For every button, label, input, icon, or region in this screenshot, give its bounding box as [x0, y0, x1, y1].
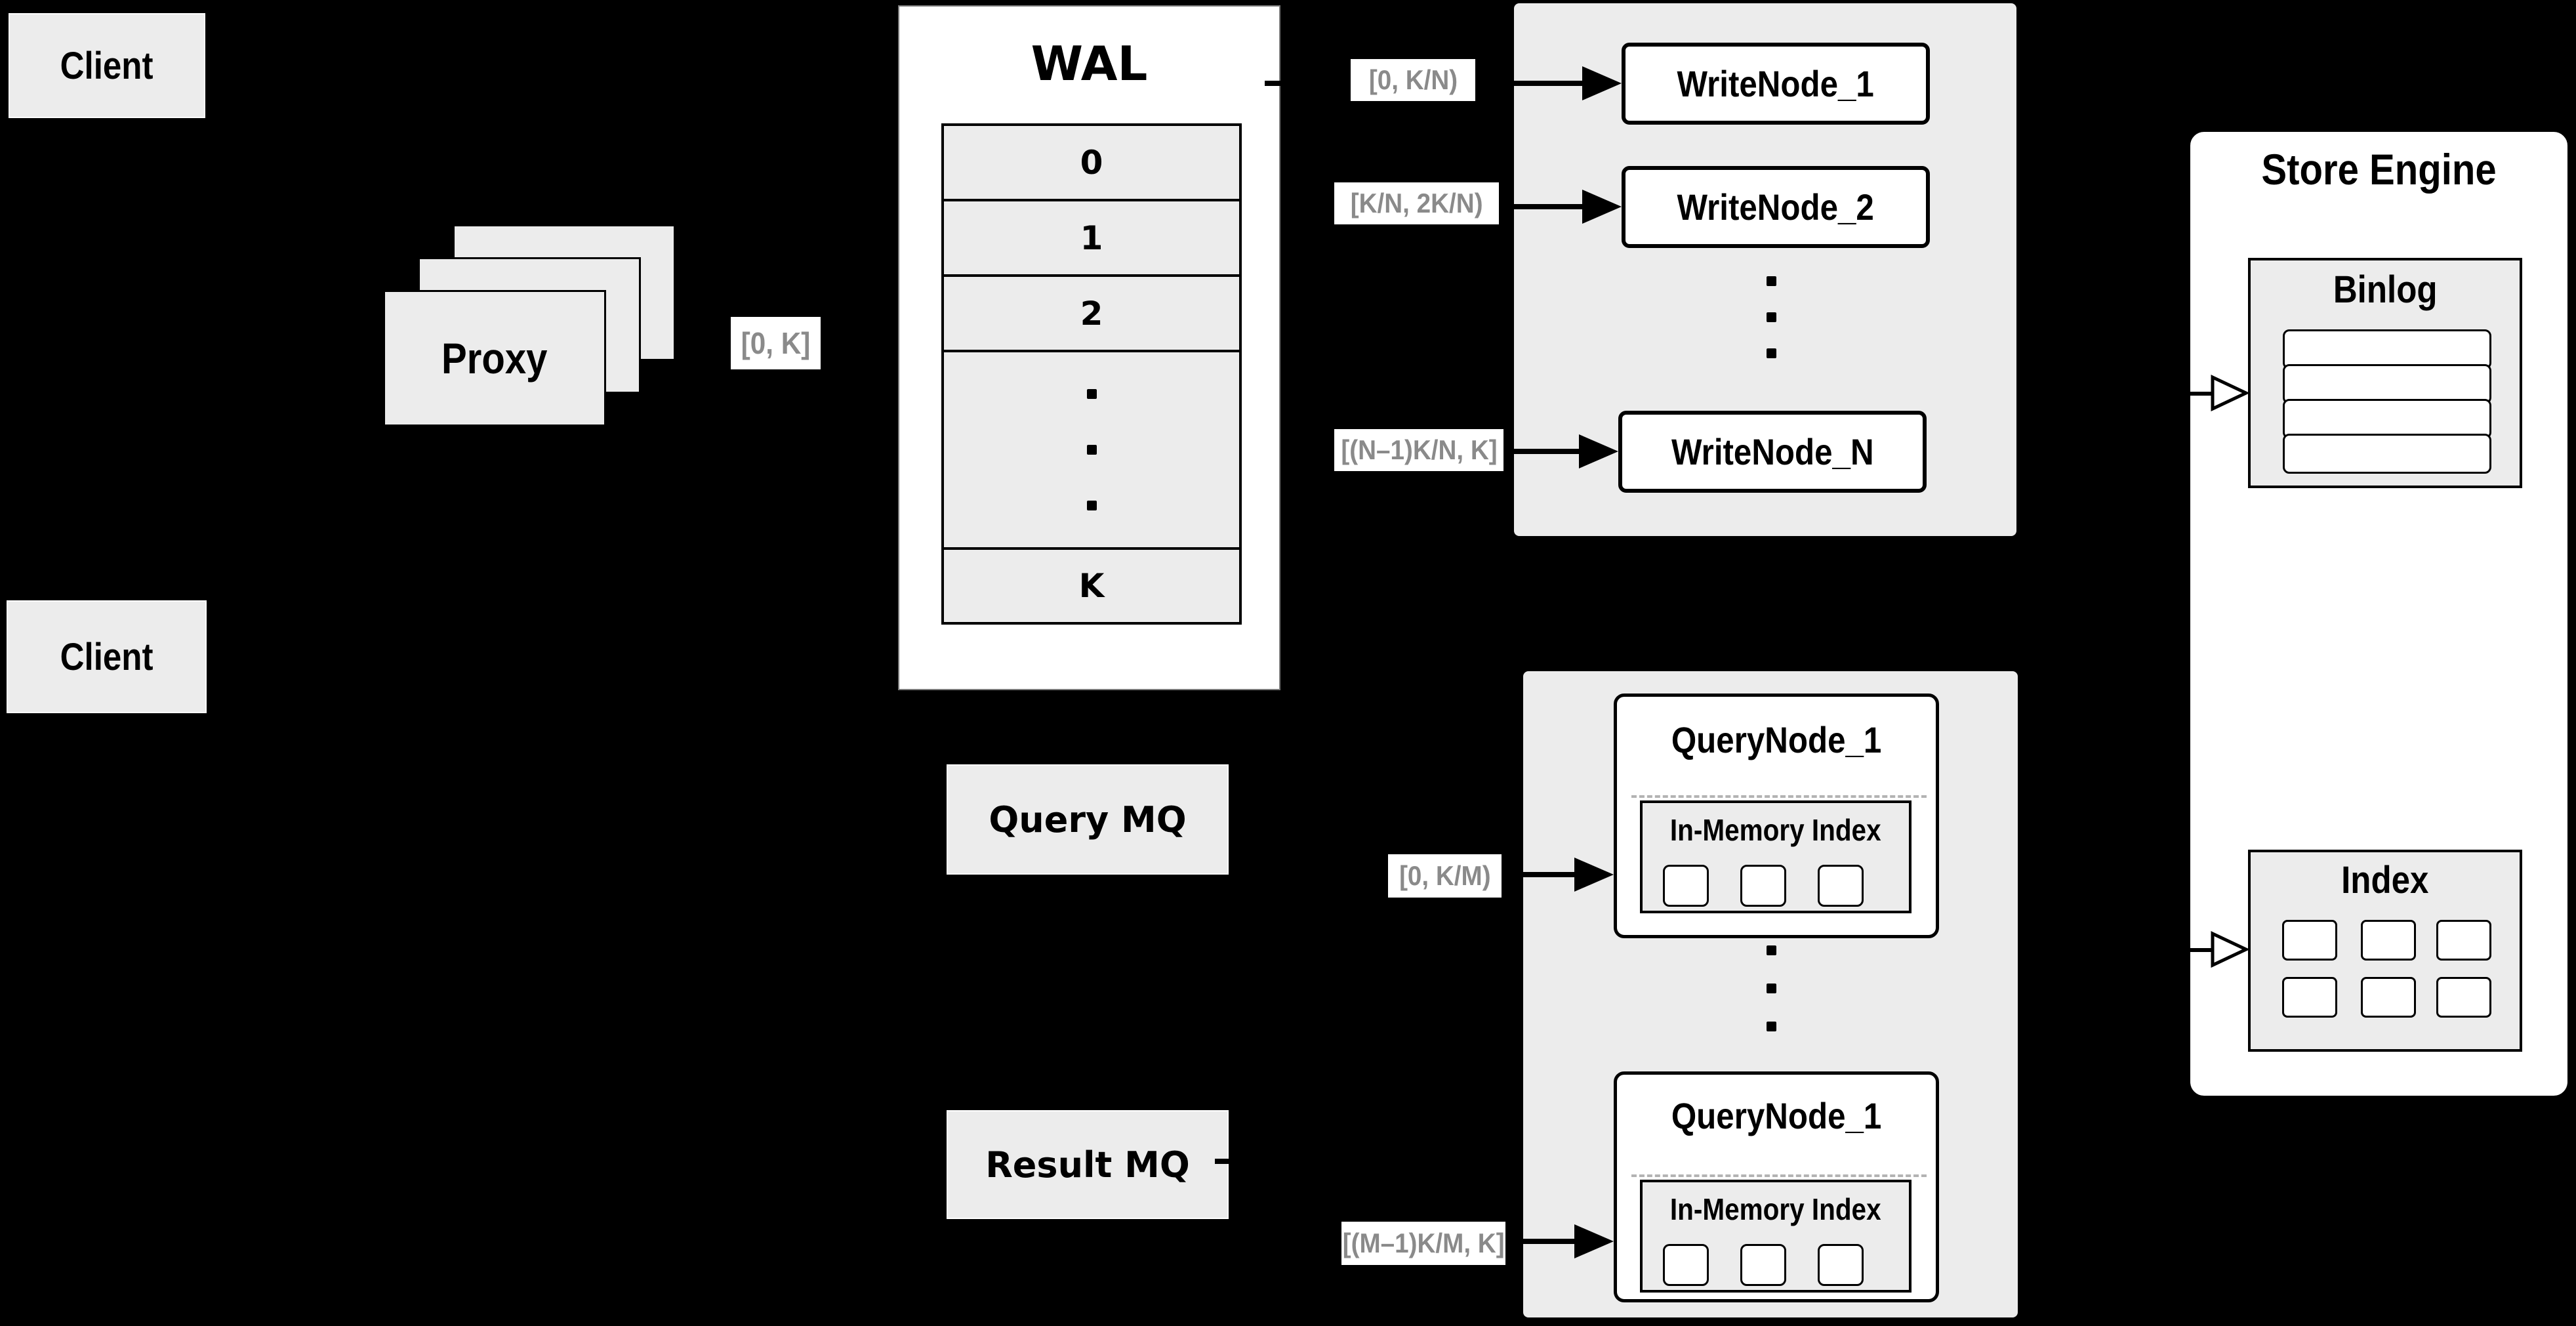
ellipsis-dot — [1767, 984, 1776, 993]
query-mq-box: Query MQ — [947, 764, 1229, 875]
index-segment — [2436, 977, 2491, 1018]
querynode-m-title: QueryNode_1 — [1671, 1095, 1882, 1136]
wal-title: WAL — [1031, 36, 1148, 91]
in-memory-index-1-title: In-Memory Index — [1670, 813, 1881, 847]
ellipsis-dot — [1767, 276, 1776, 286]
arrow-line-binlog — [2125, 392, 2214, 396]
writenode-2-box: WriteNode_2 — [1622, 166, 1930, 248]
querynode-m-divider — [1631, 1174, 1927, 1177]
querynode-1-range-label: [0, K/M) — [1388, 854, 1502, 898]
proxy-box: Proxy — [383, 290, 606, 426]
wal-table: 0 1 2 K — [941, 123, 1242, 625]
wal-row-0: 0 — [944, 126, 1239, 201]
wal-row-1: 1 — [944, 201, 1239, 277]
arrow-line-querynode-1 — [1430, 872, 1574, 877]
ellipsis-dot — [1767, 348, 1776, 358]
store-engine-title: Store Engine — [2261, 145, 2497, 194]
arrow-line-index — [2125, 948, 2214, 952]
writenode-1-range-label: [0, K/N) — [1351, 59, 1475, 101]
ellipsis-dot — [1767, 945, 1776, 955]
ellipsis-dot — [1767, 1022, 1776, 1031]
arrow-head-querynode-1-icon — [1574, 858, 1614, 892]
querynode-1-divider — [1631, 795, 1927, 798]
open-arrow-head-binlog-icon — [2211, 375, 2249, 411]
querynode-1-title: QueryNode_1 — [1671, 719, 1882, 760]
binlog-segment — [2283, 329, 2491, 369]
writenode-n-box: WriteNode_N — [1618, 411, 1927, 493]
memory-segment — [1740, 1244, 1786, 1286]
ellipsis-dot — [1086, 445, 1097, 455]
memory-segment — [1663, 865, 1709, 907]
memory-segment — [1663, 1244, 1709, 1286]
binlog-segment — [2283, 434, 2491, 474]
index-segment — [2361, 920, 2416, 961]
memory-segment — [1818, 1244, 1864, 1286]
index-segment — [2282, 920, 2337, 961]
index-title: Index — [2341, 859, 2429, 901]
writenode-2-range-label: [K/N, 2K/N) — [1334, 182, 1499, 224]
open-arrow-head-index-icon — [2211, 931, 2249, 968]
binlog-segment — [2283, 399, 2491, 439]
client-top-box: Client — [9, 13, 205, 118]
memory-segment — [1818, 865, 1864, 907]
proxy-label: Proxy — [441, 334, 548, 383]
ellipsis-dot — [1086, 501, 1097, 510]
memory-segment — [1740, 865, 1786, 907]
binlog-title: Binlog — [2333, 268, 2438, 311]
arrow-head-querynode-m-icon — [1574, 1224, 1614, 1258]
client-bottom-label: Client — [60, 635, 153, 678]
index-segment — [2361, 977, 2416, 1018]
result-mq-box: Result MQ — [947, 1110, 1229, 1219]
querynode-m-range-label: [(M–1)K/M, K] — [1341, 1222, 1505, 1265]
arrow-head-writenode-1-icon — [1582, 66, 1622, 100]
index-segment — [2436, 920, 2491, 961]
proxy-range-label: [0, K] — [731, 317, 821, 369]
index-segment — [2282, 977, 2337, 1018]
querynode-ellipsis — [1767, 945, 1776, 1031]
writenode-1-box: WriteNode_1 — [1622, 43, 1930, 125]
wal-row-k: K — [944, 550, 1239, 622]
client-bottom-box: Client — [7, 600, 207, 713]
writenode-n-range-label: [(N–1)K/N, K] — [1334, 429, 1503, 471]
client-top-label: Client — [60, 44, 153, 87]
arrow-head-writenode-2-icon — [1582, 190, 1622, 224]
result-mq-connector-tick — [1215, 1159, 1232, 1164]
wal-row-ellipsis — [944, 352, 1239, 550]
arrow-head-writenode-n-icon — [1579, 434, 1618, 468]
ellipsis-dot — [1767, 312, 1776, 322]
wal-row-2: 2 — [944, 277, 1239, 352]
in-memory-index-m-title: In-Memory Index — [1670, 1192, 1881, 1226]
writenode-ellipsis — [1767, 276, 1776, 358]
ellipsis-dot — [1086, 389, 1097, 399]
binlog-segment — [2283, 364, 2491, 404]
